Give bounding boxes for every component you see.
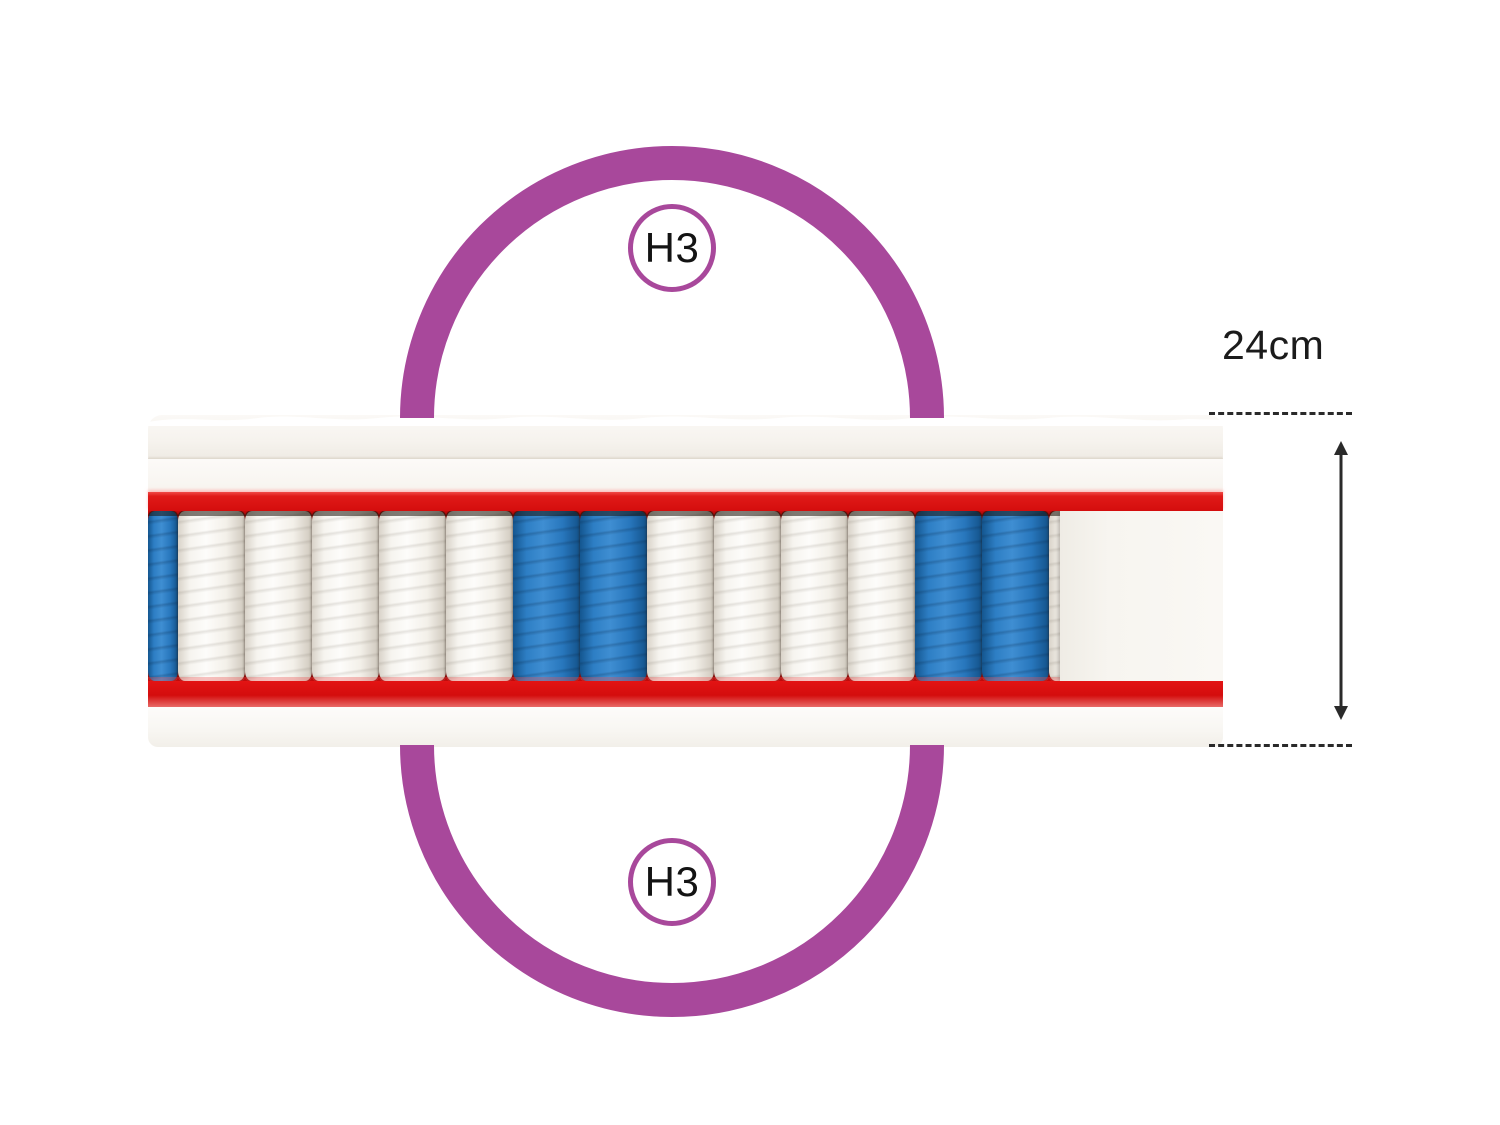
pocket-spring-blue — [915, 511, 982, 681]
pocket-spring-white — [312, 511, 379, 681]
edge-support-foam-block — [1060, 511, 1223, 681]
pocket-spring-row — [148, 511, 1116, 681]
pocket-spring-white — [714, 511, 781, 681]
pocket-spring-white — [446, 511, 513, 681]
pocket-spring-blue — [513, 511, 580, 681]
pocket-spring-white — [379, 511, 446, 681]
mattress-layer-pocket-spring-core — [148, 511, 1223, 681]
pocket-spring-white — [848, 511, 915, 681]
firmness-badge-bottom-label: H3 — [644, 858, 700, 905]
mattress-cross-section — [148, 415, 1223, 747]
firmness-badge-top: H3 — [628, 204, 716, 292]
pocket-spring-white — [647, 511, 714, 681]
mattress-layer-quilted-top-cover — [148, 415, 1223, 459]
dimension-guide-line-top — [1209, 412, 1352, 415]
firmness-badge-top-label: H3 — [644, 224, 700, 271]
pocket-spring-white — [178, 511, 245, 681]
pocket-spring-blue — [580, 511, 647, 681]
pocket-spring-white — [245, 511, 312, 681]
mattress-layer-red-band-upper — [148, 492, 1223, 511]
pocket-spring-white — [781, 511, 848, 681]
firmness-badge-bottom: H3 — [628, 838, 716, 926]
pocket-spring-blue — [148, 511, 178, 681]
pocket-spring-blue — [982, 511, 1049, 681]
quilt-wave-decoration — [148, 416, 1223, 426]
mattress-layer-red-band-lower — [148, 681, 1223, 707]
mattress-layer-comfort-foam — [148, 459, 1223, 492]
mattress-layer-base-foam — [148, 707, 1223, 747]
dimension-arrow-24cm — [1334, 441, 1348, 720]
dimension-guide-line-bottom — [1209, 744, 1352, 747]
mattress-height-label: 24cm — [1222, 322, 1325, 368]
